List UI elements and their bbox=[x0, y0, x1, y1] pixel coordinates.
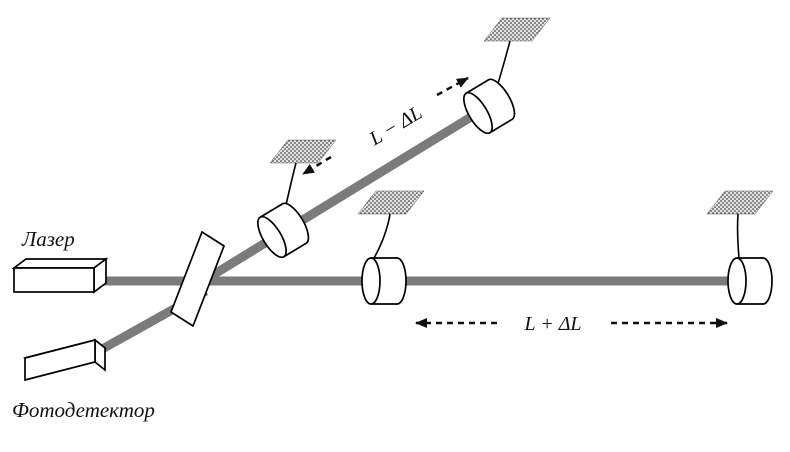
photodetector-label: Фотодетектор bbox=[12, 398, 155, 422]
laser-box bbox=[11, 257, 109, 294]
suspension-plate-diagonal-near bbox=[269, 139, 337, 164]
horizontal-arm-length-label: L + ΔL bbox=[523, 313, 581, 335]
suspension-plate-diagonal-far bbox=[483, 17, 551, 42]
suspension-plate-horizontal-near bbox=[357, 190, 425, 215]
mirror-front-face bbox=[727, 257, 747, 305]
mirror-diagonal-far bbox=[463, 78, 516, 135]
arrow-diagonal-inward-icon bbox=[302, 155, 332, 176]
photodetector-box bbox=[23, 338, 107, 382]
diagonal-arm-length-label: L − ΔL bbox=[365, 102, 426, 151]
mirror-horizontal-far bbox=[727, 257, 773, 305]
mirror-front-face bbox=[463, 91, 493, 135]
motion-arrows bbox=[302, 76, 728, 328]
mirror-front-face bbox=[361, 257, 381, 305]
mirror-body bbox=[466, 79, 513, 133]
suspensions bbox=[269, 17, 774, 259]
photodetector-front-face bbox=[24, 338, 96, 382]
laser-box-front-face bbox=[13, 267, 95, 293]
arrow-diagonal-outward-icon bbox=[436, 76, 469, 97]
laser-label: Лазер bbox=[21, 227, 75, 251]
mirror-diagonal-near bbox=[257, 202, 310, 259]
suspension-wire-horizontal-near bbox=[373, 213, 391, 259]
mirror-front-face bbox=[257, 215, 287, 259]
mirror-body bbox=[260, 203, 307, 257]
suspension-wire-horizontal-far bbox=[736, 213, 740, 259]
beam-diagonal-arm bbox=[187, 94, 505, 293]
laser-box-top-face bbox=[11, 258, 109, 269]
suspension-plate-horizontal-far bbox=[706, 190, 774, 215]
beamsplitter-plate bbox=[169, 230, 226, 328]
mirror-horizontal-near bbox=[361, 257, 407, 305]
